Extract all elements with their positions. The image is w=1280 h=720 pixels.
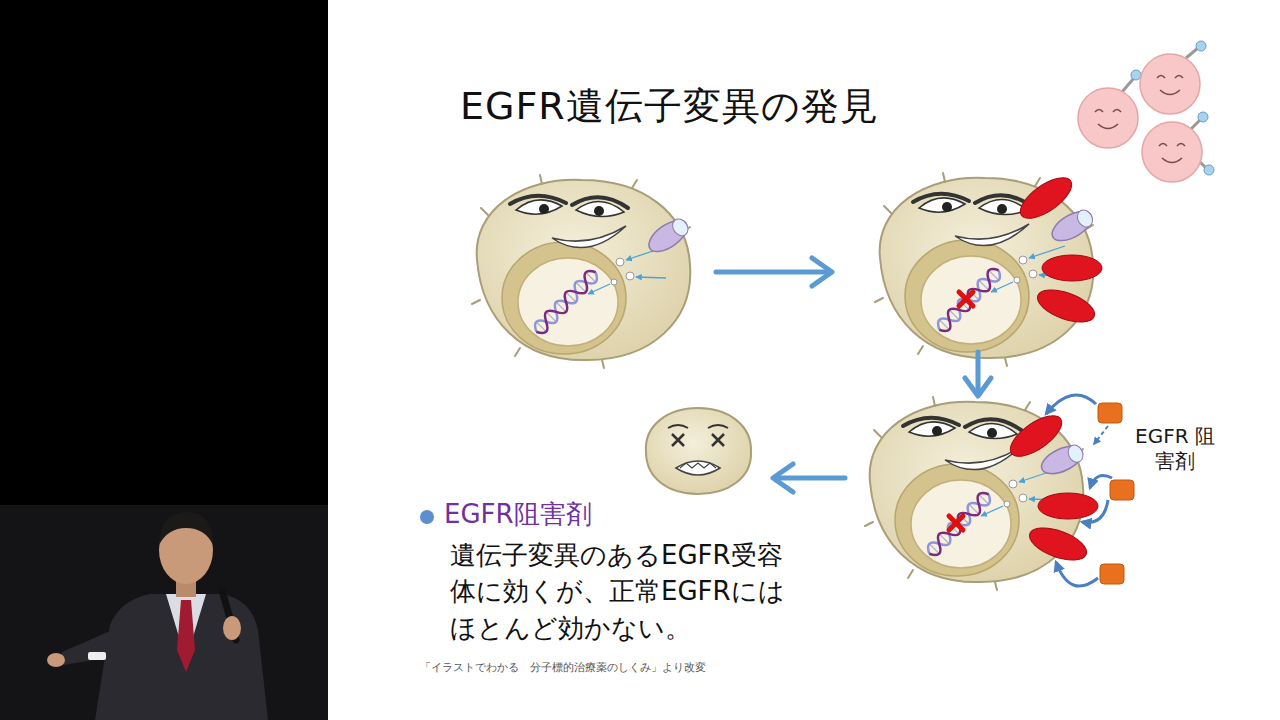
- arrow-head: [965, 378, 991, 396]
- binding-arrow: [1056, 562, 1098, 586]
- dead-cell: [646, 408, 751, 494]
- mouth: [676, 461, 720, 475]
- process-arrows: [716, 258, 991, 492]
- slide-title: EGFR遺伝子変異の発見: [460, 84, 879, 130]
- hair: [159, 512, 213, 545]
- bullet-body: 遺伝子変異のあるEGFR受容体に効くが、正常EGFRにはほとんど効かない。: [450, 537, 795, 646]
- cancer-cell: [865, 397, 1083, 590]
- receptor-stalk: [1186, 48, 1198, 58]
- x-eye: [712, 434, 724, 446]
- mutant-receptor: [1025, 522, 1090, 567]
- receptor-stalk: [1122, 78, 1134, 92]
- source-caption: 「イラストでわかる 分子標的治療薬のしくみ」より改変: [420, 661, 706, 674]
- normal-cells: [1078, 41, 1214, 182]
- dead-cell-body: [646, 408, 751, 494]
- speaker-video: [0, 505, 328, 720]
- bullet-dot: [420, 510, 434, 524]
- arrow-shaft: [775, 476, 845, 481]
- binding-arrow: [1046, 395, 1096, 414]
- hand: [223, 616, 241, 640]
- suit: [95, 594, 268, 720]
- inhibitor-label: EGFR 阻害剤: [1133, 424, 1217, 474]
- mutation-mark: [949, 516, 963, 530]
- inhibitor-molecule: [1110, 480, 1134, 500]
- tie: [177, 600, 195, 672]
- arrow-shaft: [976, 352, 981, 394]
- bullet-heading: EGFR阻害剤: [444, 498, 592, 531]
- receptor-tip: [1204, 165, 1214, 175]
- inhibitor-molecule: [1100, 564, 1124, 584]
- normal-cell: [1078, 88, 1138, 148]
- mutation-mark: [959, 292, 973, 306]
- black-panel: [0, 0, 328, 720]
- binding-arrow: [1082, 500, 1108, 523]
- mutant-receptor: [1033, 284, 1098, 329]
- normal-receptor: [1047, 205, 1096, 246]
- mutant-receptor: [1038, 493, 1098, 519]
- hand: [47, 653, 65, 667]
- video-background: [0, 505, 328, 720]
- remote: [88, 652, 106, 660]
- binding-arrow: [1094, 426, 1108, 444]
- normal-receptor: [1037, 441, 1086, 480]
- x-eye: [672, 434, 684, 446]
- normal-cell: [1142, 122, 1202, 182]
- sleeve: [58, 630, 125, 666]
- arrow-shaft: [716, 270, 830, 275]
- receptor-tip: [1196, 41, 1206, 51]
- inhibitor-molecule: [1098, 403, 1122, 423]
- teeth: [680, 463, 716, 468]
- slide-background: [328, 0, 1280, 720]
- mutant-receptor: [1042, 255, 1102, 281]
- cancer-cell: [472, 175, 690, 368]
- arrow-head: [812, 258, 832, 286]
- arrow-head: [773, 464, 793, 492]
- binding-arrows: [1046, 395, 1112, 586]
- receptor-tip: [1198, 112, 1208, 122]
- normal-cell: [1140, 54, 1200, 114]
- receptor-tip: [1131, 70, 1141, 80]
- brow: [668, 425, 688, 428]
- normal-receptor: [644, 214, 693, 257]
- brow: [708, 425, 728, 428]
- binding-arrow: [1090, 476, 1112, 488]
